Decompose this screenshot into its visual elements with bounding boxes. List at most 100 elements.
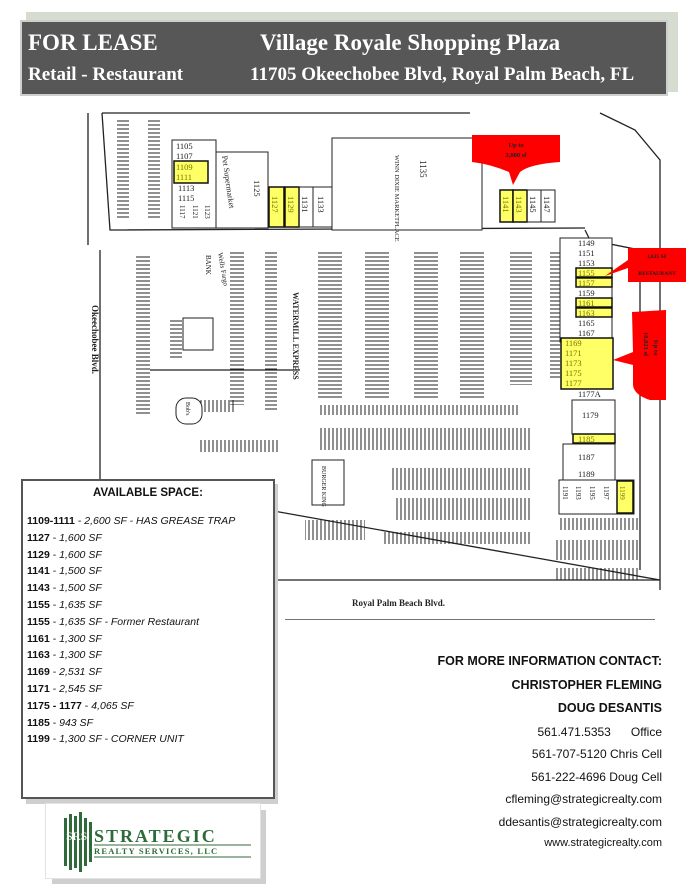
bobs-label: Bob's [184,402,190,416]
unit-1123: 1123 [203,205,211,219]
strategic-logo-icon: SRS STRATEGIC REALTY SERVICES, LLC [64,812,251,872]
unit-number: 1155 [27,615,50,628]
contact-name-doug: DOUG DESANTIS [557,701,662,715]
unit-1111: 1111 [176,172,192,182]
unit-1177A: 1177A [578,389,602,399]
available-item: 1143 - 1,500 SF [27,582,102,595]
unit-detail: 1,635 SF [59,598,102,611]
unit-detail: 2,531 SF [59,666,102,679]
unit-number: 1143 [27,582,50,595]
chris-cell: 561-707-5120 Chris Cell [531,747,662,761]
available-item: 1169 - 2,531 SF [27,666,102,679]
unit-number: 1175 - 1177 [27,699,82,712]
property-address: 11705 Okeechobee Blvd, Royal Palm Beach,… [250,64,635,85]
unit-detail: 1,600 SF [59,531,102,544]
unit-number: 1185 [27,716,50,729]
unit-1143: 1143 [514,196,524,213]
unit-1185: 1185 [578,434,595,444]
available-item: 1161 - 1,300 SF [27,632,102,645]
unit-1175: 1175 [565,368,582,378]
unit-1105: 1105 [176,141,193,151]
unit-1133: 1133 [316,196,326,213]
available-item: 1155 - 1,635 SF - Former Restaurant [27,615,199,628]
callout-restaurant: 1,635 SF RESTAURANT [605,248,686,282]
unit-1159: 1159 [578,288,595,298]
callout-10821-line1: Up to [652,340,659,355]
unit-1197: 1197 [602,486,610,500]
unit-1145: 1145 [528,196,538,213]
contact-heading: FOR MORE INFORMATION CONTACT: [437,654,662,668]
unit-outlines [298,186,556,228]
unit-1171: 1171 [565,348,582,358]
unit-detail: 1,600 SF [59,548,102,561]
unit-1179: 1179 [582,410,599,420]
unit-1157: 1157 [578,278,595,288]
burger-king-label: BURGER KING [320,466,326,508]
for-lease-label: FOR LEASE [28,30,158,55]
available-item: 1127 - 1,600 SF [27,531,102,544]
pet-unit: 1125 [252,180,262,197]
unit-1189: 1189 [578,469,595,479]
property-title: Village Royale Shopping Plaza [260,30,561,55]
email-ddesantis[interactable]: ddesantis@strategicrealty.com [498,814,662,829]
unit-detail: 1,635 SF - Former Restaurant [59,615,199,628]
unit-number: 1141 [27,565,50,578]
unit-detail: 1,300 SF [59,649,102,662]
unit-1109: 1109 [176,162,193,172]
unit-1191: 1191 [561,486,569,500]
email-cfleming[interactable]: cfleming@strategicrealty.com [505,792,662,806]
okeechobee-blvd-label: Okeechobee Blvd. [90,305,100,374]
bank-label: BANK [204,255,212,275]
property-type: Retail - Restaurant [28,64,184,85]
available-item: 1163 - 1,300 SF [27,649,102,662]
unit-1169: 1169 [565,338,582,348]
available-item: 1155 - 1,635 SF [27,598,102,611]
unit-1113: 1113 [178,183,194,193]
unit-detail: 1,300 SF - CORNER UNIT [59,733,184,746]
logo-sub: REALTY SERVICES, LLC [94,846,218,856]
unit-1115: 1115 [178,193,194,203]
royal-palm-beach-blvd-label: Royal Palm Beach Blvd. [352,598,445,608]
unit-1161: 1161 [578,298,595,308]
callout-3000-line2: 3,000 sf [506,152,528,159]
unit-1117: 1117 [178,205,186,219]
doug-cell: 561-222-4696 Doug Cell [531,769,662,784]
website-link[interactable]: www.strategicrealty.com [544,837,662,849]
unit-number: 1171 [27,682,50,695]
contact-block: FOR MORE INFORMATION CONTACT: CHRISTOPHE… [437,654,662,860]
unit-1195: 1195 [588,486,596,500]
callout-restaurant-line1: 1,635 SF [647,254,668,260]
available-item: 1199 - 1,300 SF - CORNER UNIT [27,733,184,746]
unit-1149: 1149 [578,238,595,248]
unit-number: 1155 [27,598,50,611]
callout-restaurant-line2: RESTAURANT [638,271,676,277]
available-space-panel: AVAILABLE SPACE: 1109-1111 - 2,600 SF - … [21,479,275,799]
buildings [171,137,635,515]
available-item: 1171 - 2,545 SF [27,682,102,695]
available-units [173,160,634,514]
logo-initials: SRS [66,829,87,843]
unit-1141: 1141 [501,196,511,213]
unit-number: 1109-1111 [27,515,75,527]
logo-name: STRATEGIC [94,826,217,846]
unit-detail: 1,300 SF [59,632,102,645]
unit-number: 1161 [27,632,50,645]
unit-1163: 1163 [578,308,595,318]
available-item: 1129 - 1,600 SF [27,548,102,561]
unit-detail: 4,065 SF [91,699,134,712]
unit-1187: 1187 [578,452,595,462]
available-item: 1109-1111 - 2,600 SF - HAS GREASE TRAP [27,515,236,527]
unit-detail: 943 SF [59,716,93,729]
winn-dixie-label: WINN DIXIE MARKETPLACE [393,155,400,242]
wells-fargo-label: Wells Fargo [216,252,230,287]
company-logo: SRS STRATEGIC REALTY SERVICES, LLC [45,803,261,879]
unit-detail: 2,600 SF - HAS GREASE TRAP [84,515,236,527]
unit-1165: 1165 [578,318,595,328]
site-outline [87,112,661,620]
parking-areas [117,120,640,580]
available-item: 1175 - 1177 - 4,065 SF [27,699,134,712]
unit-1199: 1199 [618,486,626,500]
unit-1129: 1129 [286,196,296,213]
callout-3000: Up to 3,000 sf [472,135,560,185]
